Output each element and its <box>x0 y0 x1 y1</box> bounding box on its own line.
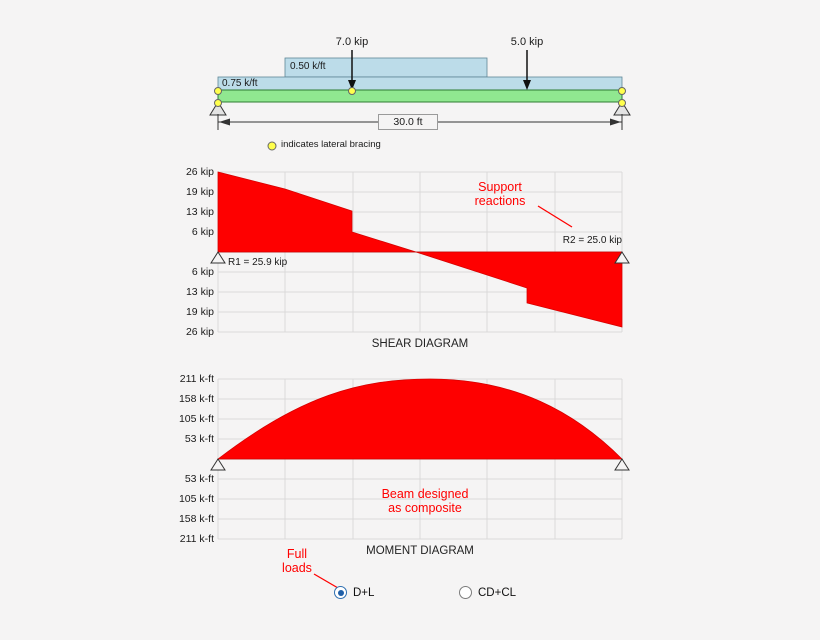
shear-ytick-6-pos: 6 kip <box>191 226 214 238</box>
distributed-load-label-075: 0.75 k/ft <box>222 78 258 89</box>
moment-ytick-53-pos: 53 k-ft <box>184 433 214 445</box>
reaction-r2-label: R2 = 25.0 kip <box>562 235 622 246</box>
moment-diagram-title: MOMENT DIAGRAM <box>366 545 474 557</box>
point-load-arrowhead-2 <box>523 80 531 90</box>
point-load-label-2: 5.0 kip <box>510 36 544 48</box>
moment-ytick-105-neg: 105 k-ft <box>178 493 214 505</box>
reaction-r1-label: R1 = 25.9 kip <box>228 257 288 268</box>
point-load-label-1: 7.0 kip <box>335 36 369 48</box>
support-reactions-pointer-line <box>537 205 573 228</box>
load-case-selector: D+L CD+CL <box>0 586 820 604</box>
span-dimension-label: 30.0 ft <box>378 114 438 130</box>
radio-option-dl[interactable]: D+L <box>334 586 374 599</box>
support-reactions-annotation: Support reactions <box>474 180 526 209</box>
shear-support-right <box>614 251 630 264</box>
moment-ytick-158-pos: 158 k-ft <box>178 393 214 405</box>
distributed-load-rect-075 <box>217 76 623 91</box>
moment-ytick-211-neg: 211 k-ft <box>179 533 214 545</box>
shear-area <box>217 171 623 328</box>
moment-area <box>216 378 623 460</box>
full-loads-pointer-line <box>313 573 339 589</box>
bracing-marker-icon <box>214 87 222 95</box>
dimension-arrow-left <box>219 118 230 126</box>
beam-rect <box>217 89 623 103</box>
full-loads-annotation: Full loads <box>282 547 312 576</box>
moment-ytick-211-pos: 211 k-ft <box>179 373 214 385</box>
bracing-marker-icon <box>618 87 626 95</box>
moment-support-left <box>210 458 226 471</box>
radio-dl-dot <box>337 589 344 596</box>
point-load-arrowhead-1 <box>348 80 356 90</box>
dimension-arrow-right <box>610 118 621 126</box>
moment-ytick-105-pos: 105 k-ft <box>178 413 214 425</box>
shear-ytick-19-neg: 19 kip <box>185 306 214 318</box>
shear-diagram-title: SHEAR DIAGRAM <box>371 338 469 350</box>
bracing-marker-icon <box>618 99 626 107</box>
moment-support-right <box>614 458 630 471</box>
radio-option-cdcl[interactable]: CD+CL <box>459 586 516 599</box>
radio-cdcl-label[interactable]: CD+CL <box>478 586 517 599</box>
shear-ytick-26-pos: 26 kip <box>185 166 214 178</box>
radio-cdcl-button[interactable] <box>459 586 472 599</box>
shear-support-left <box>210 251 226 264</box>
bracing-marker-icon <box>214 99 222 107</box>
shear-ytick-13-pos: 13 kip <box>185 206 214 218</box>
legend-bracing-icon <box>267 141 277 151</box>
shear-ytick-19-pos: 19 kip <box>185 186 214 198</box>
bracing-legend-text: indicates lateral bracing <box>281 139 381 150</box>
distributed-load-label-050: 0.50 k/ft <box>290 61 326 72</box>
shear-ytick-26-neg: 26 kip <box>185 326 214 338</box>
shear-ytick-6-neg: 6 kip <box>191 266 214 278</box>
shear-ytick-13-neg: 13 kip <box>185 286 214 298</box>
moment-ytick-53-neg: 53 k-ft <box>184 473 214 485</box>
composite-annotation: Beam designed as composite <box>381 487 469 516</box>
radio-dl-label[interactable]: D+L <box>353 586 375 599</box>
radio-dl-button[interactable] <box>334 586 347 599</box>
bracing-marker-icon <box>348 87 356 95</box>
moment-ytick-158-neg: 158 k-ft <box>178 513 214 525</box>
